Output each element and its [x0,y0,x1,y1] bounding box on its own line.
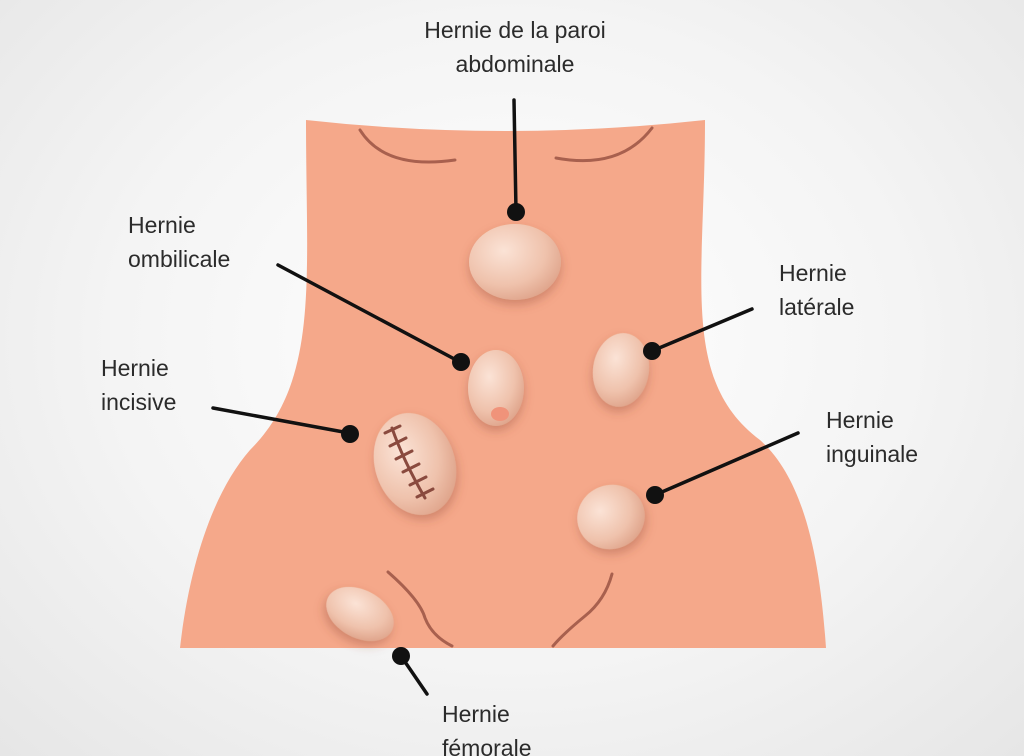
chest-line-right [554,126,654,163]
label-incisional-line2: incisive [101,389,177,415]
chest-line-left [358,128,457,164]
label-umbilical-hernia: Hernie ombilicale [128,208,230,276]
navel-dot [491,407,509,421]
inguinal-hernia [577,484,645,550]
groin-line-right [551,572,614,648]
label-abdominal-wall-hernia: Hernie de la paroi abdominale [384,13,646,81]
leader-dot-incisional [341,425,359,443]
abdominal-wall-hernia [469,224,561,300]
leader-dot-lateral [643,342,661,360]
label-abdominal-wall-line1: Hernie de la paroi [424,17,606,43]
leader-line-incisional [211,406,351,435]
label-umbilical-line1: Hernie [128,212,196,238]
label-inguinal-line2: inguinale [826,441,919,467]
leader-dot-inguinal [646,486,664,504]
leader-line-abdominal-wall [512,98,518,213]
label-inguinal-line1: Hernie [826,407,894,433]
leader-line-umbilical [276,263,462,364]
label-incisional-hernia: Hernie incisive [101,351,176,419]
groin-line-left [386,570,454,648]
label-umbilical-line2: ombilicale [128,246,231,272]
label-femoral-hernia: Hernie fémorale [442,697,531,756]
label-femoral-line1: Hernie [442,701,510,727]
label-abdominal-wall-line2: abdominale [455,51,575,77]
leader-dot-femoral [392,647,410,665]
leader-dot-abdominal-wall [507,203,525,221]
label-inguinal-hernia: Hernie inguinale [826,403,918,471]
label-lateral-hernia: Hernie latérale [779,256,854,324]
leader-line-lateral [650,307,754,353]
lateral-hernia [592,333,650,407]
label-femoral-line2: fémorale [442,735,532,756]
leader-line-inguinal [653,431,800,497]
surgical-scar [383,424,435,500]
umbilical-hernia [468,350,524,426]
label-incisional-line1: Hernie [101,355,169,381]
femoral-hernia [326,586,394,642]
label-lateral-line2: latérale [779,294,855,320]
leader-dot-umbilical [452,353,470,371]
label-lateral-line1: Hernie [779,260,847,286]
